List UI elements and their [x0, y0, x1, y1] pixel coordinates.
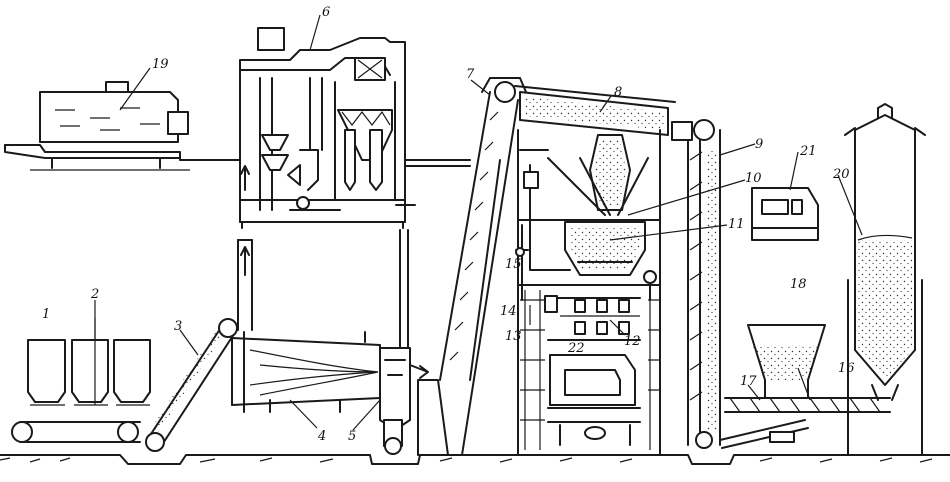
callout-9: 9 [755, 137, 763, 152]
item-3-inclined-conveyor [145, 318, 238, 452]
item-13-14-15-dosing [515, 149, 571, 301]
item-10-hot-bins [547, 134, 649, 216]
callout-4: 4 [317, 429, 326, 444]
item-1-hoppers [27, 339, 151, 406]
callout-2: 2 [90, 287, 99, 302]
mixing-tower [517, 129, 661, 456]
callout-17: 17 [740, 374, 757, 389]
item-18-filler-hopper [747, 324, 826, 399]
item-20-silo [844, 103, 926, 456]
item-9-vertical-elevator [671, 119, 721, 449]
callout-13: 13 [505, 329, 522, 344]
item-5-burner [379, 347, 429, 455]
item-6-tower [237, 27, 471, 349]
callout-7: 7 [466, 67, 475, 82]
item-4-drying-drum [231, 331, 381, 413]
item-7-bucket-elevator [417, 77, 527, 456]
item-12-mixer [544, 295, 641, 341]
callout-10: 10 [745, 171, 762, 186]
callout-16: 16 [838, 361, 855, 376]
item-8-vibrating-screen [514, 85, 676, 136]
callouts: 1 2 3 4 5 6 7 8 9 10 11 12 13 14 15 16 1… [42, 5, 855, 444]
item-22-truck [547, 354, 641, 446]
callout-6: 6 [322, 5, 330, 20]
callout-15: 15 [505, 257, 522, 272]
leader-lines [94, 14, 863, 431]
callout-3: 3 [174, 319, 182, 334]
callout-22: 22 [567, 341, 585, 356]
item-21-control-cabin [751, 187, 819, 241]
item-17-inclined-feeder [719, 419, 809, 449]
callout-18: 18 [790, 277, 807, 292]
callout-11: 11 [728, 217, 745, 232]
ground-line [0, 454, 950, 465]
item-19-storage-tank [4, 81, 241, 171]
callout-5: 5 [348, 429, 356, 444]
callout-1: 1 [42, 307, 50, 322]
callout-8: 8 [614, 85, 622, 100]
callout-12: 12 [624, 334, 641, 349]
callout-14: 14 [500, 304, 517, 319]
callout-21: 21 [799, 144, 817, 159]
item-11-mixer-hopper [564, 221, 646, 276]
callout-20: 20 [832, 167, 850, 182]
item-16-screw-conveyor [724, 397, 891, 413]
callout-19: 19 [152, 57, 169, 72]
